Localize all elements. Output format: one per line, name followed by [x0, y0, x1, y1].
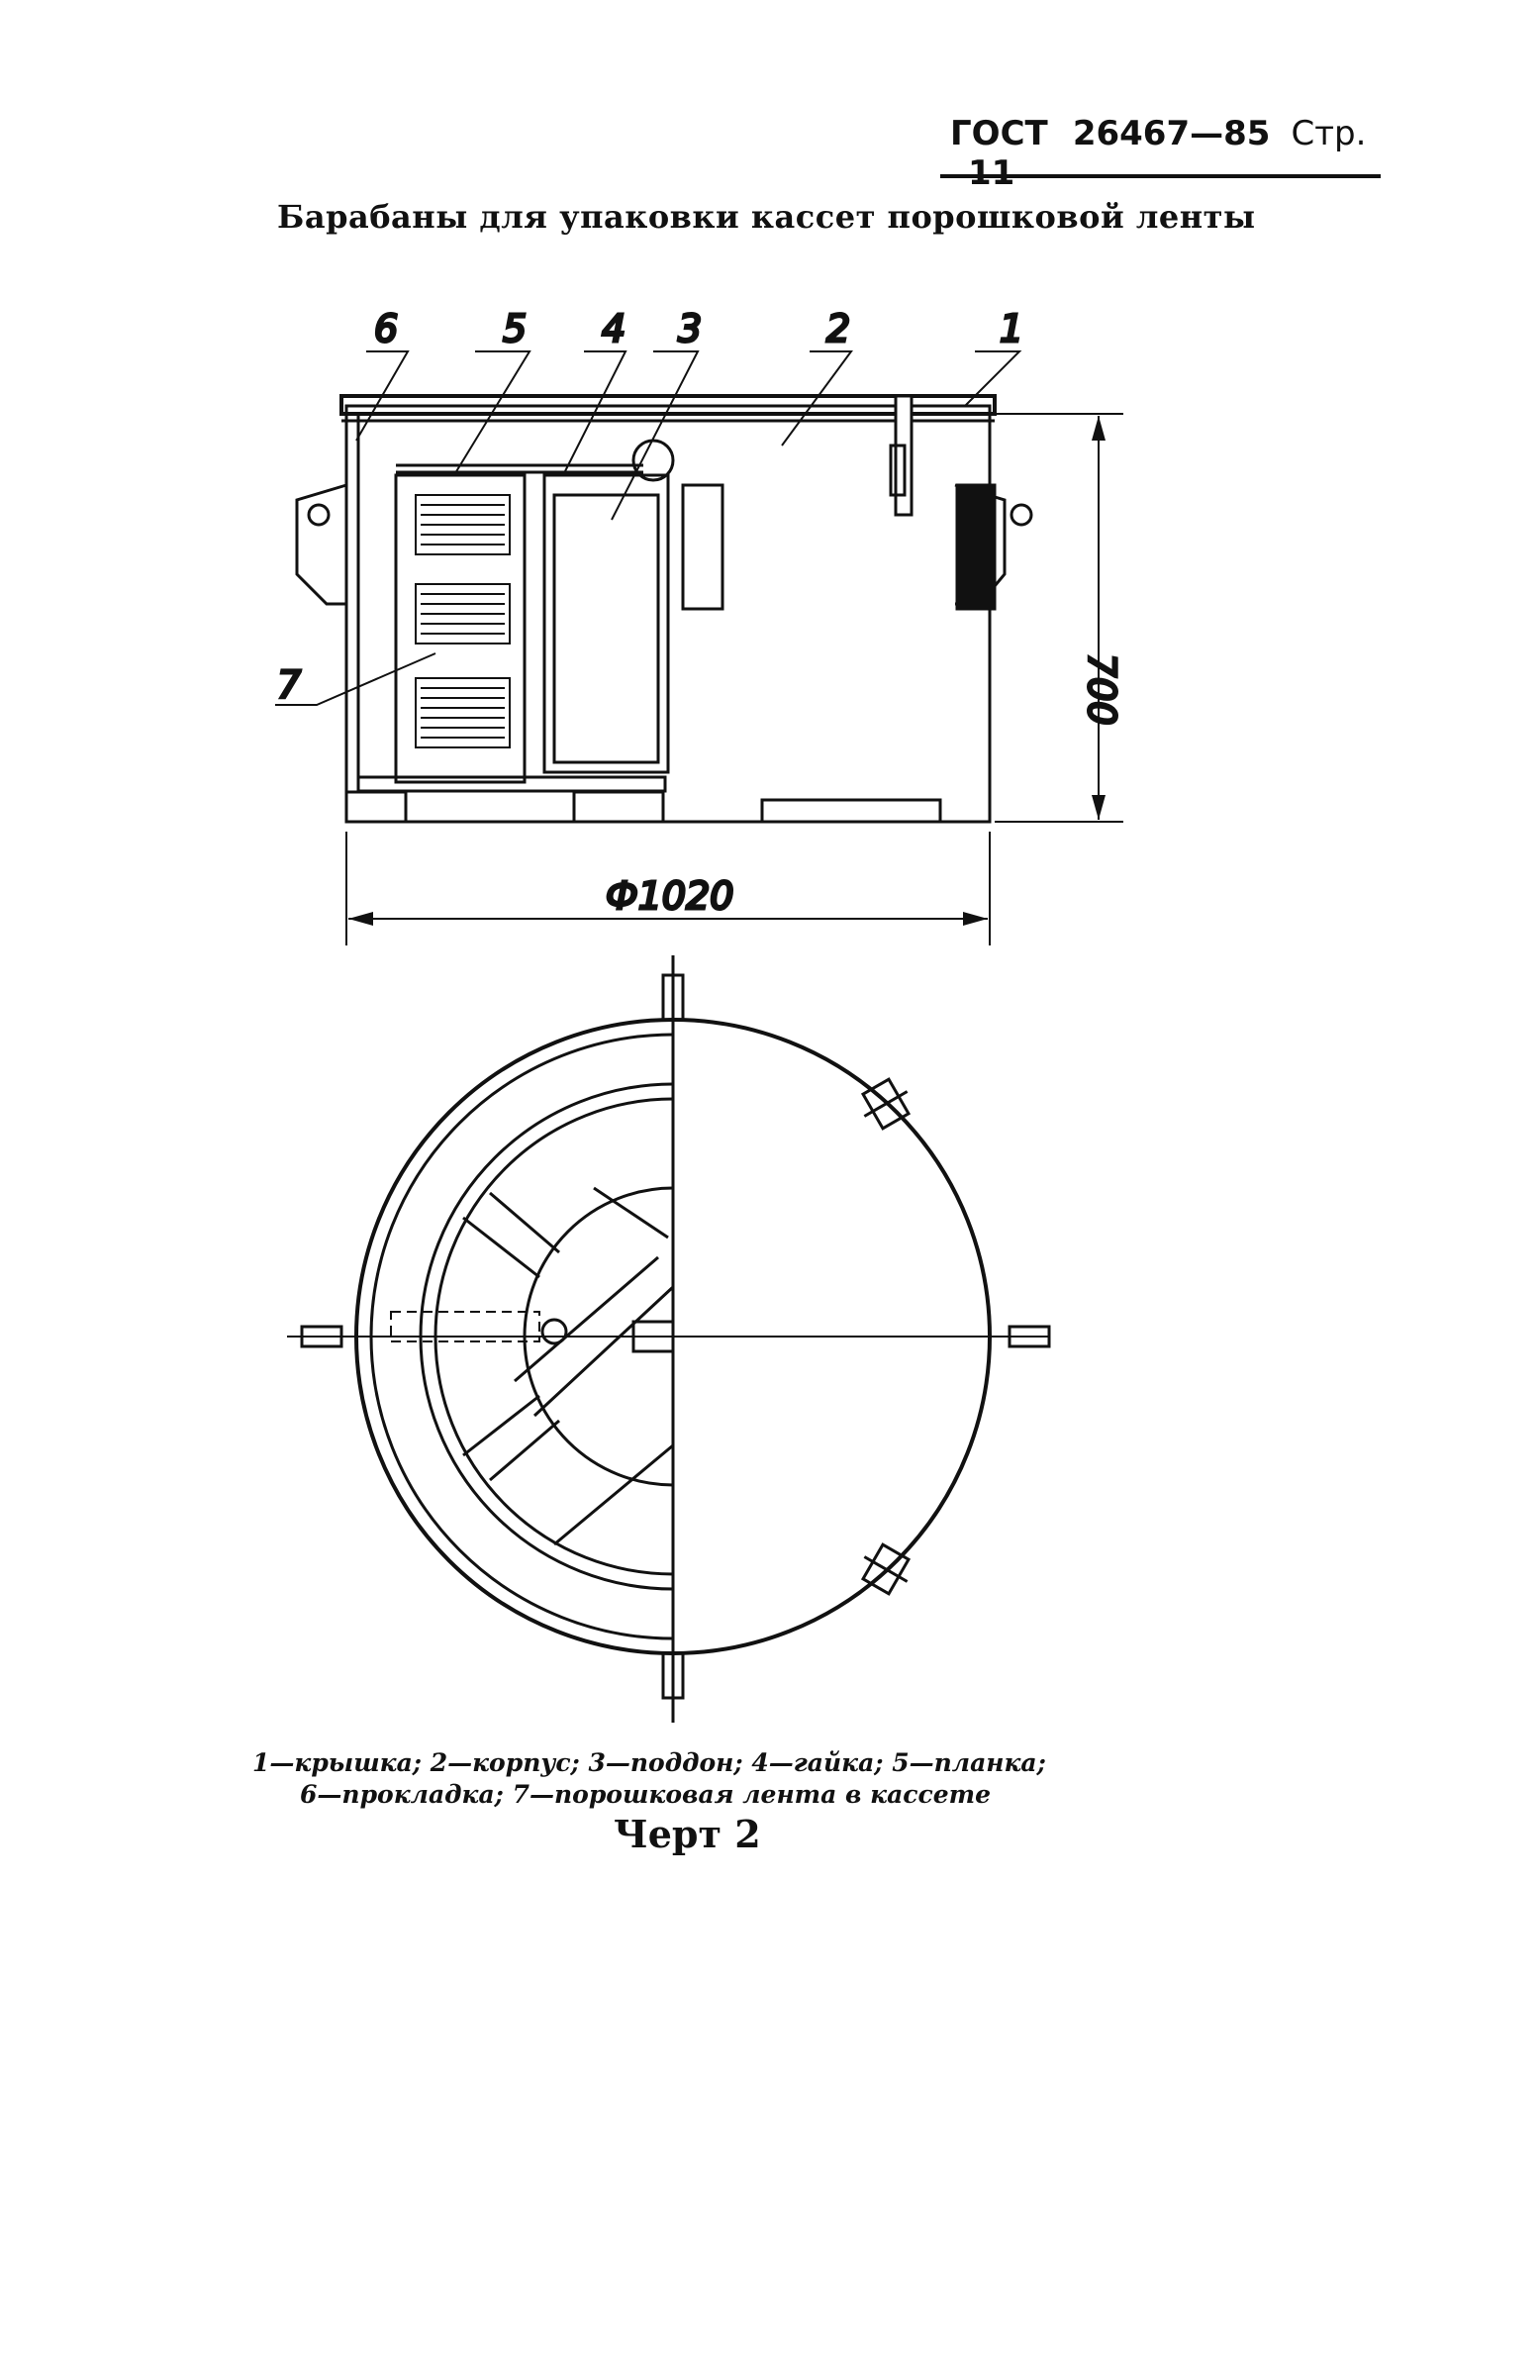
caption-line-1: 1—крышка; 2—корпус; 3—поддон; 4—гайка; 5…: [252, 1748, 1046, 1777]
page-header: ГОСТ 26467—85 Стр. 11: [950, 114, 1386, 193]
part-label-6: 6: [374, 307, 398, 350]
standard-number: 26467—85: [1072, 114, 1271, 153]
part-label-4: 4: [602, 307, 626, 350]
plan-view: [287, 955, 1051, 1723]
figure-label: Черт 2: [614, 1812, 761, 1856]
standard-label: ГОСТ: [950, 114, 1048, 153]
figure-caption: 1—крышка; 2—корпус; 3—поддон; 4—гайка; 5…: [252, 1747, 1163, 1811]
dimension-height: 700: [1080, 653, 1123, 726]
page-number: 11: [968, 153, 1015, 193]
side-view: [275, 350, 1123, 945]
part-label-3: 3: [678, 307, 702, 350]
dimension-diameter: Ф1020: [606, 874, 733, 918]
page-label: Стр.: [1291, 114, 1367, 153]
part-label-1: 1: [1000, 307, 1023, 350]
part-label-5: 5: [503, 307, 527, 350]
leader-lines: [275, 350, 1022, 706]
part-label-2: 2: [826, 307, 850, 350]
part-label-7: 7: [277, 663, 301, 707]
page-title: Барабаны для упаковки кассет порошковой …: [277, 198, 1256, 236]
caption-line-2: 6—прокладка; 7—порошковая лента в кассет…: [300, 1780, 991, 1809]
header-rule: [940, 174, 1381, 178]
cassette-stack: [415, 494, 511, 748]
